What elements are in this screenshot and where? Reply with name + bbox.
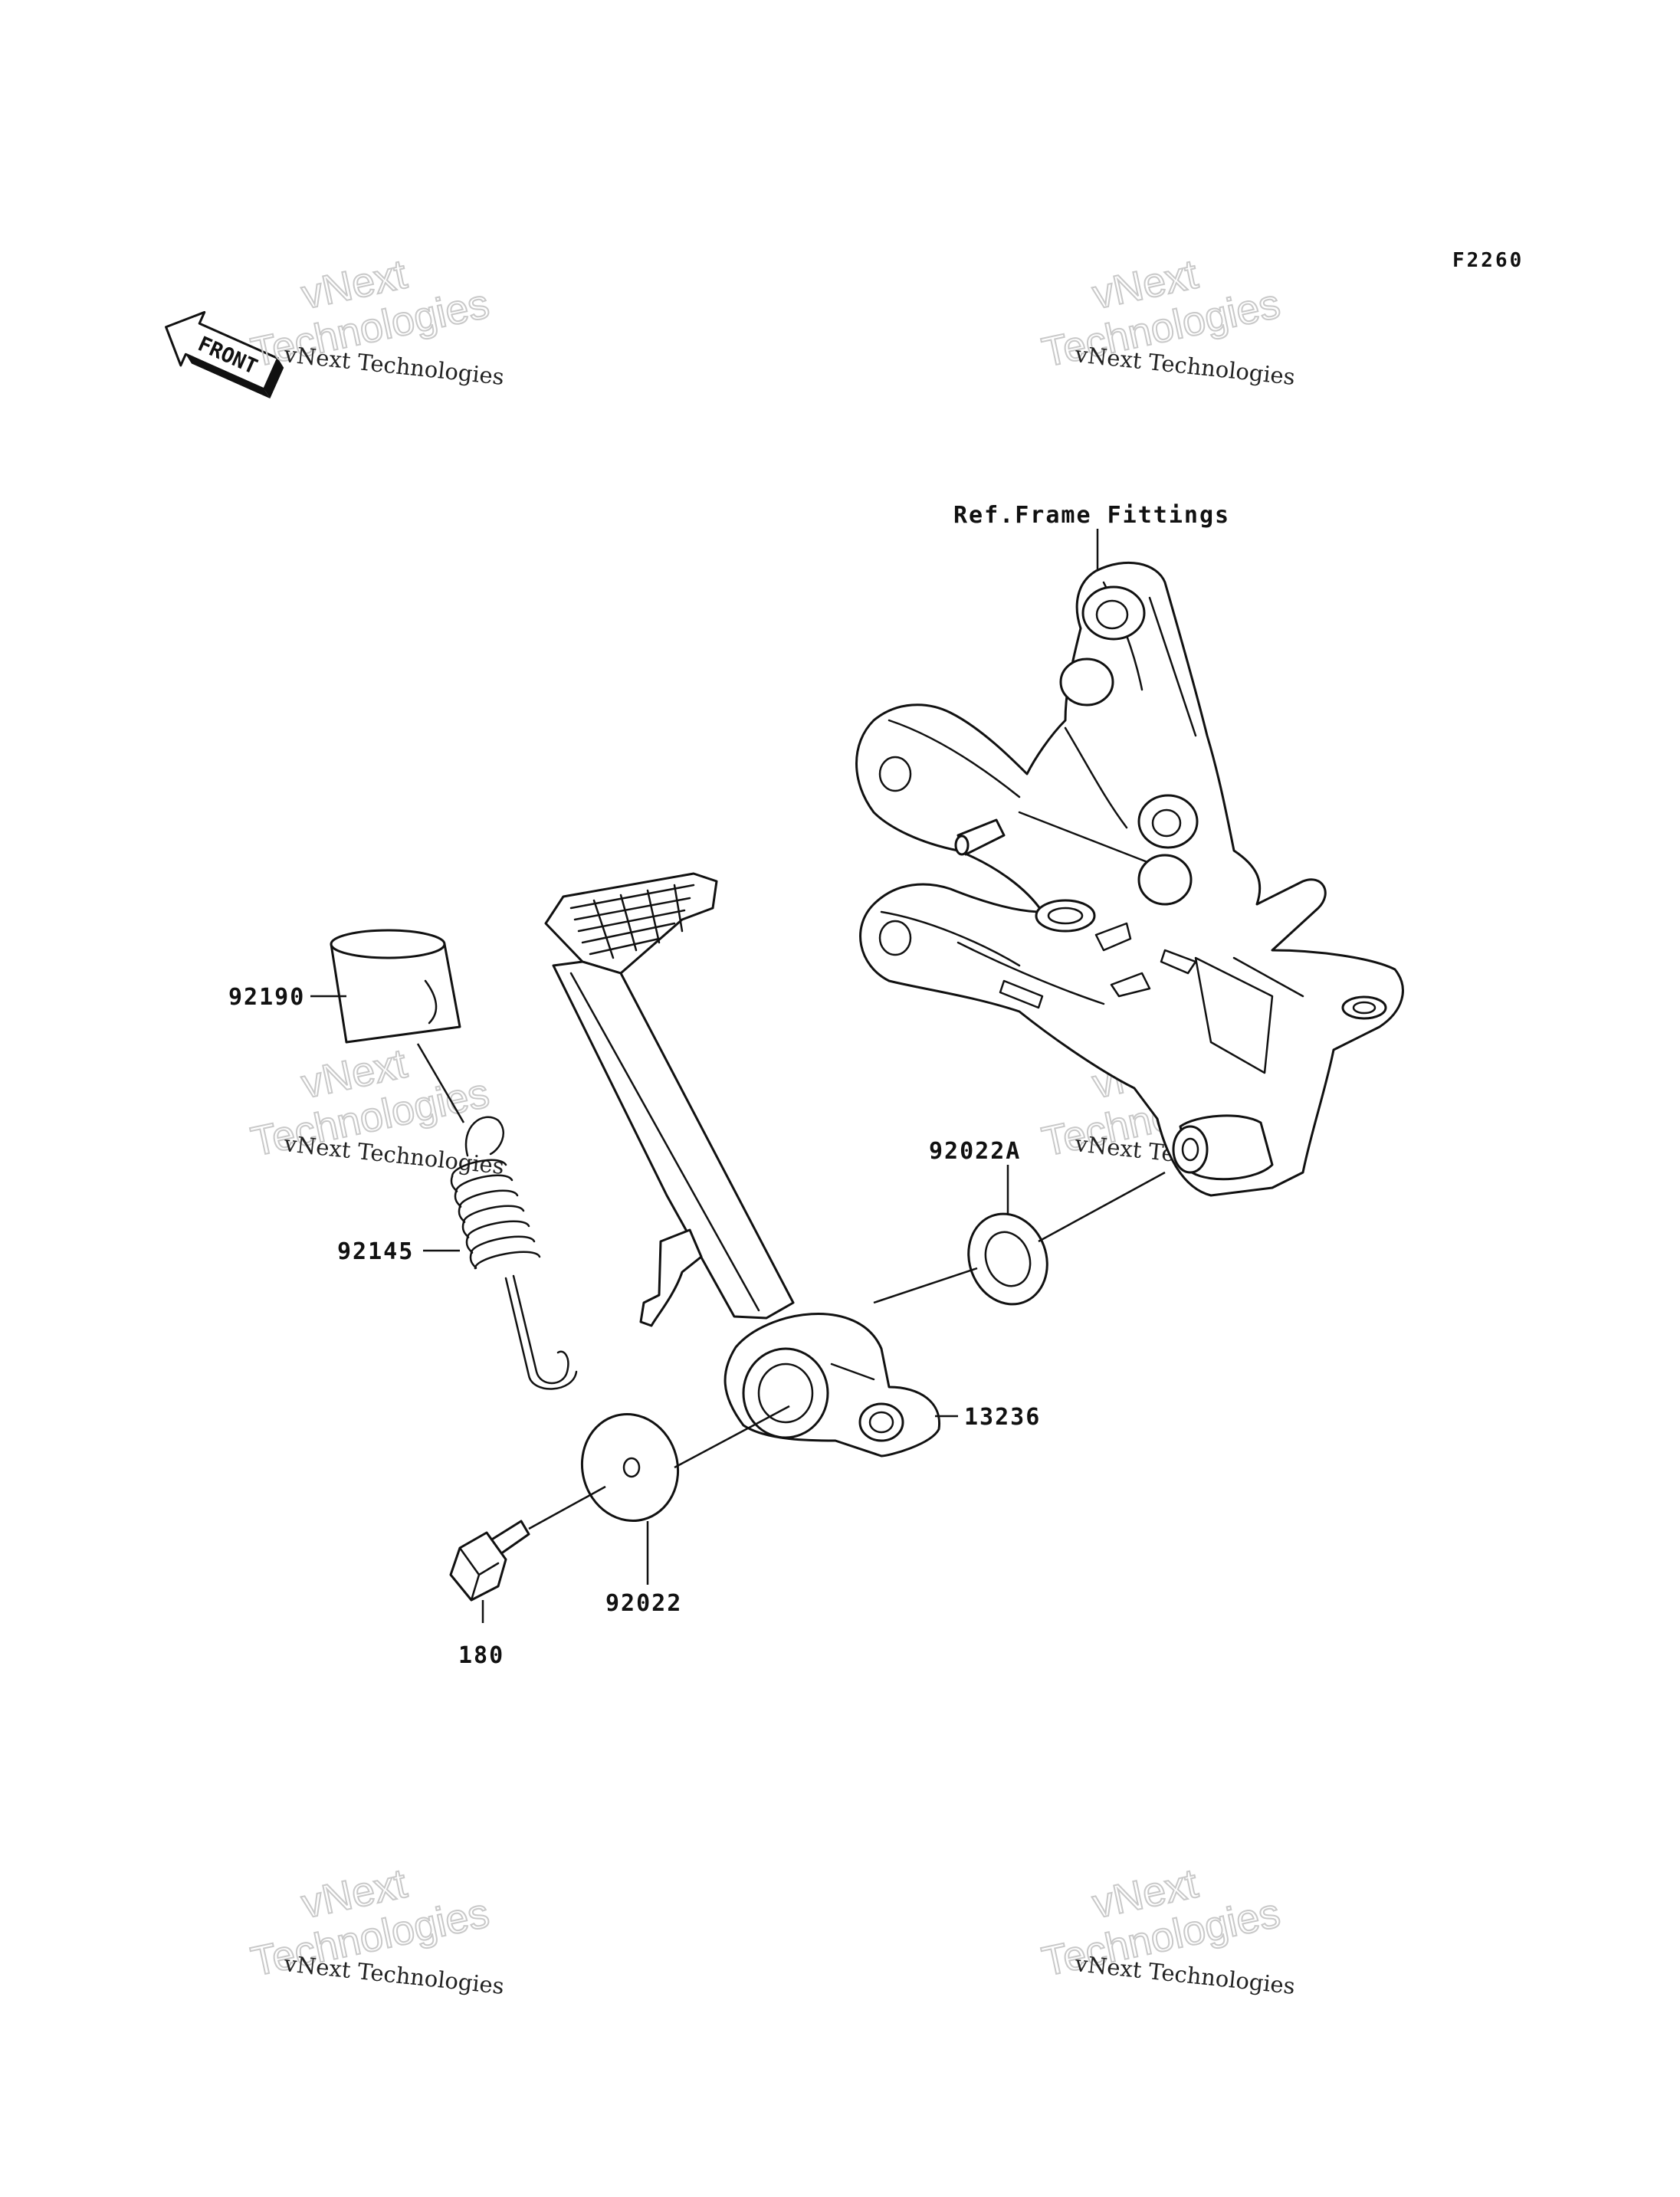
label-92022A: 92022A — [929, 1138, 1021, 1165]
svg-text:vNext Technologies: vNext Technologies — [1073, 341, 1296, 390]
label-92190: 92190 — [228, 984, 305, 1011]
svg-text:vNext Technologies: vNext Technologies — [282, 1130, 505, 1179]
svg-text:vNext Technologies: vNext Technologies — [1073, 1950, 1296, 1999]
sleeve-92190 — [330, 929, 461, 1044]
frame-fitting-bracket — [855, 561, 1404, 1197]
label-92145: 92145 — [337, 1238, 414, 1265]
bolt-180 — [449, 1520, 530, 1602]
svg-text:vNext Technologies: vNext Technologies — [282, 1950, 505, 1999]
label-ref-frame-fittings: Ref.Frame Fittings — [953, 502, 1230, 529]
watermark: vNext Technologies vNext Technologies — [246, 251, 505, 390]
watermark: vNext Technologies vNext Technologies — [246, 1860, 505, 1999]
washer-92022 — [580, 1413, 680, 1522]
label-92022: 92022 — [605, 1590, 682, 1617]
washer-92022A — [967, 1212, 1048, 1306]
label-13236: 13236 — [964, 1404, 1041, 1431]
leader-lines — [310, 529, 1166, 1623]
watermark: vNext Technologies vNext Technologies — [1037, 251, 1296, 390]
brake-pedal — [544, 872, 941, 1458]
watermark: vNext Technologies vNext Technologies — [246, 1040, 505, 1179]
diagram-code: F2260 — [1452, 249, 1524, 272]
watermark: vNext Technologies vNext Technologies — [1037, 1860, 1296, 1999]
spring-92145 — [450, 1116, 578, 1390]
svg-text:vNext Technologies: vNext Technologies — [282, 341, 505, 390]
label-180: 180 — [458, 1642, 504, 1669]
